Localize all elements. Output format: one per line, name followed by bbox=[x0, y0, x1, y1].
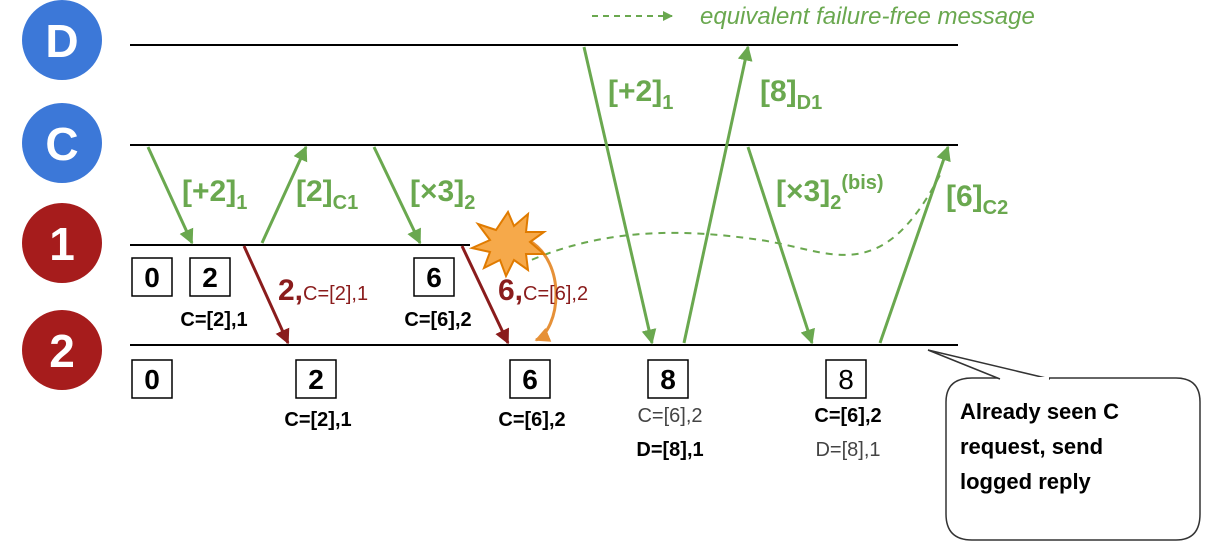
legend-text: equivalent failure-free message bbox=[700, 3, 1035, 30]
label-plus2-d1: [+2]1 bbox=[608, 75, 673, 114]
svg-text:6: 6 bbox=[522, 364, 538, 395]
lane-1: 1 bbox=[22, 203, 102, 283]
callout-line-1: Already seen C bbox=[960, 399, 1119, 424]
msg-arrow-1-to-c-reply2 bbox=[260, 145, 308, 244]
replication-arrow-6 bbox=[460, 245, 510, 345]
msg-arrow-2-to-d-reply8 bbox=[682, 45, 753, 344]
label-times3-bis: [×3]2(bis) bbox=[776, 172, 884, 214]
lane-d-label: D bbox=[45, 15, 78, 67]
lane-1-label: 1 bbox=[49, 218, 75, 270]
server2-box-8a: 8 bbox=[647, 359, 689, 399]
label-times3-2: [×3]2 bbox=[410, 175, 475, 214]
server2-state-2: C=[2],1 bbox=[284, 409, 351, 431]
server2-box-0: 0 bbox=[131, 359, 173, 399]
lane-c-label: C bbox=[45, 118, 78, 170]
svg-text:8: 8 bbox=[660, 364, 676, 395]
svg-text:2: 2 bbox=[308, 364, 324, 395]
label-reply8-d1: [8]D1 bbox=[760, 75, 822, 114]
equivalent-failure-free-path bbox=[519, 174, 941, 266]
svg-text:6: 6 bbox=[426, 262, 442, 293]
msg-arrow-c-to-2-times3-bis bbox=[746, 146, 815, 345]
server2-box-6: 6 bbox=[509, 359, 551, 399]
server2-state-8a-d: D=[8],1 bbox=[636, 439, 703, 461]
label-reply6-c2: [6]C2 bbox=[946, 180, 1008, 219]
server2-state-8b-d: D=[8],1 bbox=[815, 439, 880, 461]
callout-bubble: Already seen C request, send logged repl… bbox=[927, 349, 1201, 541]
msg-arrow-c-to-1-plus2 bbox=[146, 146, 194, 245]
label-plus2-c1: [+2]1 bbox=[182, 175, 247, 214]
lane-c: C bbox=[22, 103, 102, 183]
lane-2: 2 bbox=[22, 310, 102, 390]
server1-state-6: C=[6],2 bbox=[404, 309, 471, 331]
svg-text:0: 0 bbox=[144, 364, 160, 395]
replication-arrow-2 bbox=[242, 245, 290, 345]
server1-state-2: C=[2],1 bbox=[180, 309, 247, 331]
msg-arrow-d-to-2-plus2 bbox=[582, 46, 657, 345]
server2-state-6: C=[6],2 bbox=[498, 409, 565, 431]
lane-2-circle bbox=[22, 310, 102, 390]
svg-text:2: 2 bbox=[202, 262, 218, 293]
callout-line-3: logged reply bbox=[960, 469, 1092, 494]
server2-state-8a-c: C=[6],2 bbox=[637, 405, 702, 427]
server1-box-2: 2 bbox=[189, 257, 231, 297]
server2-box-8b: 8 bbox=[825, 359, 867, 399]
msg-arrow-c-to-1-times3 bbox=[372, 146, 422, 245]
server1-box-6: 6 bbox=[413, 257, 455, 297]
lane-1-circle bbox=[22, 203, 102, 283]
label-replicate-6: 6,C=[6],2 bbox=[498, 274, 588, 307]
crash-burst-icon bbox=[468, 209, 548, 279]
callout-line-2: request, send bbox=[960, 434, 1103, 459]
svg-text:0: 0 bbox=[144, 262, 160, 293]
msg-arrow-2-to-c-reply6 bbox=[878, 145, 951, 344]
label-reply2-c1: [2]C1 bbox=[296, 175, 358, 214]
legend: equivalent failure-free message bbox=[592, 3, 1035, 30]
svg-text:8: 8 bbox=[838, 364, 854, 395]
server2-state-8b-c: C=[6],2 bbox=[814, 405, 881, 427]
lane-d: D bbox=[22, 0, 102, 80]
lane-d-circle bbox=[22, 0, 102, 80]
server2-box-2: 2 bbox=[295, 359, 337, 399]
server1-box-0: 0 bbox=[131, 257, 173, 297]
label-replicate-2: 2,C=[2],1 bbox=[278, 274, 368, 307]
lane-c-circle bbox=[22, 103, 102, 183]
lane-2-label: 2 bbox=[49, 325, 75, 377]
